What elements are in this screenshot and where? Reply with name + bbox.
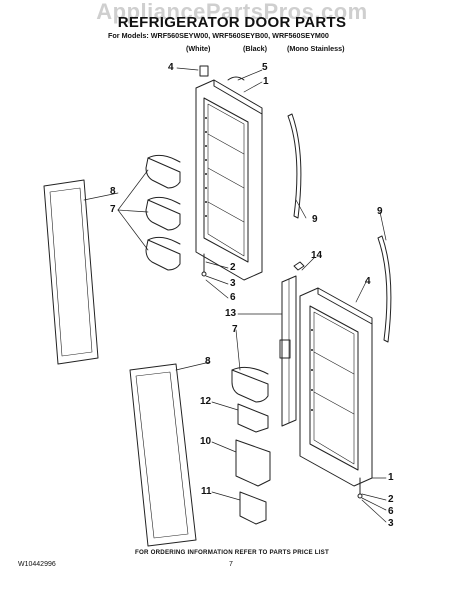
color-label-stainless: (Mono Stainless) xyxy=(287,44,345,53)
upper-door-bins xyxy=(145,154,181,271)
page-title: REFRIGERATOR DOOR PARTS xyxy=(117,14,347,31)
ordering-note: FOR ORDERING INFORMATION REFER TO PARTS … xyxy=(135,549,329,556)
callout-number: 13 xyxy=(225,308,237,319)
upper-door-handle xyxy=(287,113,302,219)
callout-number: 11 xyxy=(201,486,212,497)
watermark-text: AppliancePartsPros.com xyxy=(96,0,368,24)
callout-number: 3 xyxy=(388,518,394,529)
callout-number: 9 xyxy=(377,206,383,217)
models-line: For Models: WRF560SEYW00, WRF560SEYB00, … xyxy=(108,31,329,40)
callout-number: 7 xyxy=(232,324,238,335)
callout-number: 2 xyxy=(388,494,394,505)
callout-number: 10 xyxy=(200,436,212,447)
lower-door-handle xyxy=(377,235,392,343)
callout-number: 14 xyxy=(311,250,323,261)
callout-number: 1 xyxy=(263,76,269,87)
callout-number: 6 xyxy=(230,292,236,303)
upper-door-assembly xyxy=(195,65,263,281)
lower-door-gasket xyxy=(129,363,197,547)
callout-number: 9 xyxy=(312,214,318,225)
document-number: W10442996 xyxy=(18,561,56,568)
upper-door-gasket xyxy=(43,179,99,365)
center-mullion xyxy=(279,261,305,427)
lower-door-assembly xyxy=(299,287,373,499)
page-number: 7 xyxy=(229,561,233,568)
color-label-black: (Black) xyxy=(243,44,267,53)
callout-number: 4 xyxy=(365,276,371,287)
color-label-white: (White) xyxy=(186,44,211,53)
callout-number: 8 xyxy=(110,186,116,197)
lower-door-bins xyxy=(231,366,271,525)
callout-number: 7 xyxy=(110,204,116,215)
callout-number: 8 xyxy=(205,356,211,367)
callout-number: 4 xyxy=(168,62,174,73)
callout-number: 1 xyxy=(388,472,394,483)
callout-number: 12 xyxy=(200,396,212,407)
callout-number: 2 xyxy=(230,262,236,273)
callout-number: 5 xyxy=(262,62,268,73)
callout-number: 6 xyxy=(388,506,394,517)
callout-number: 3 xyxy=(230,278,236,289)
